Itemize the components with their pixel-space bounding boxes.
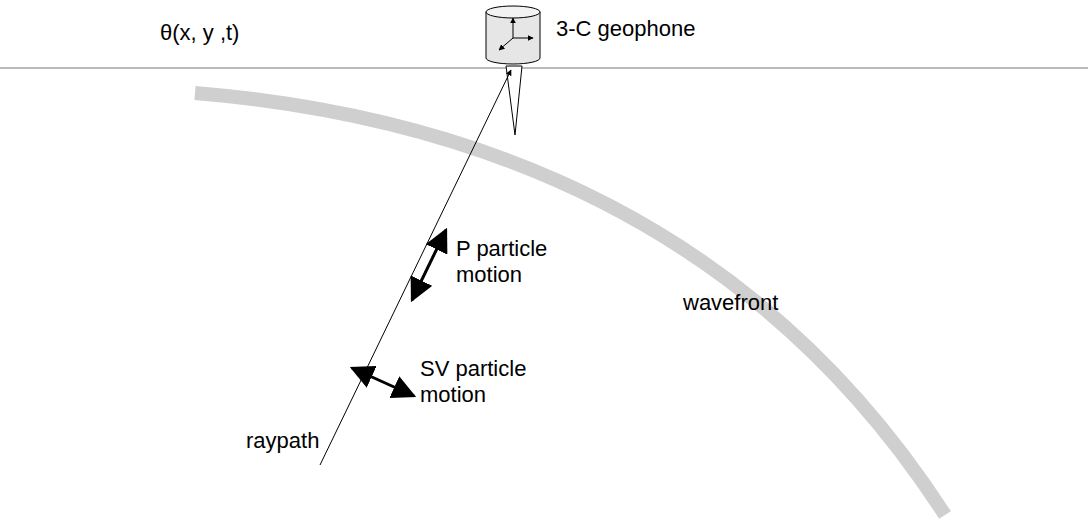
ground-surface	[0, 68, 1088, 69]
instrument-label: 3-C geophone	[556, 16, 756, 42]
wavefront-arc	[195, 93, 945, 515]
raypath-label: raypath	[246, 428, 366, 454]
wavefront-label: wavefront	[683, 290, 823, 316]
p-motion-arrow	[412, 230, 446, 300]
geophone-body	[486, 6, 540, 64]
wave-mode-label: SV particle motion	[420, 356, 560, 408]
wave-mode-label: P particle motion	[456, 236, 586, 288]
sv-motion-arrow	[352, 368, 414, 396]
angle-label: θ(x, y ,t)	[160, 20, 310, 46]
